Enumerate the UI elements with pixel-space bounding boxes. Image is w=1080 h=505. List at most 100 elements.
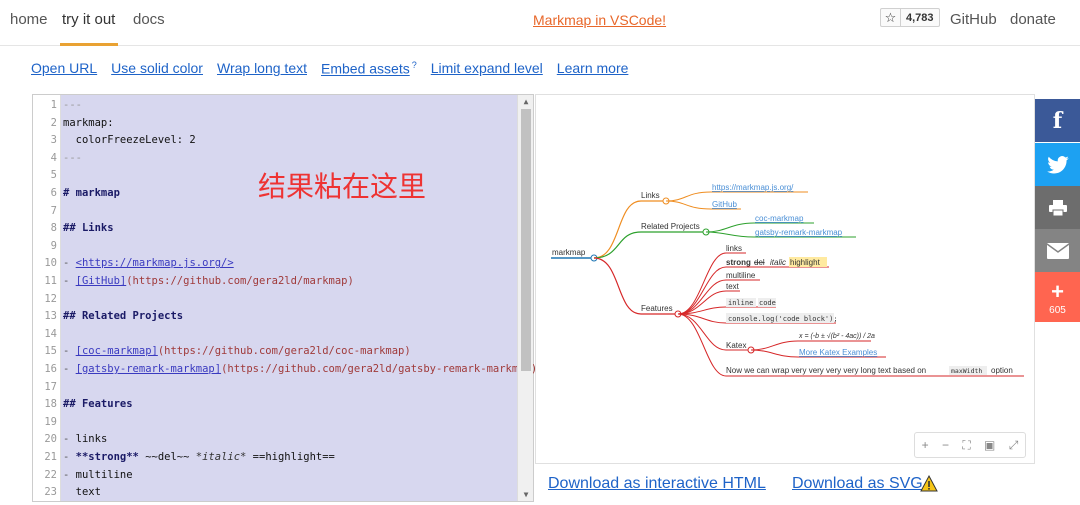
code-token: ==highlight== <box>246 451 335 463</box>
warning-icon <box>920 474 938 492</box>
line-code: - links <box>63 431 107 448</box>
line-number: 22 <box>44 468 57 481</box>
line-number: 6 <box>50 187 57 199</box>
scroll-down-icon[interactable]: ▼ <box>523 490 529 499</box>
editor-line[interactable]: 19 <box>33 414 519 431</box>
editor-line[interactable]: 2 markmap: <box>33 115 519 132</box>
nav-docs-link[interactable]: docs <box>133 11 165 28</box>
line-code: --- <box>63 150 82 167</box>
learn-more-link[interactable]: Learn more <box>556 60 629 76</box>
twitter-share-button[interactable] <box>1035 143 1080 186</box>
features-edge <box>593 257 678 315</box>
editor-line[interactable]: 5 <box>33 167 519 184</box>
print-share-button[interactable] <box>1035 186 1080 229</box>
editor-line[interactable]: 21- **strong** ~~del~~ *italic* ==highli… <box>33 449 519 466</box>
editor-line[interactable]: 8## Links <box>33 220 519 237</box>
download-svg-link[interactable]: Download as SVG <box>792 475 923 492</box>
node-root: markmap <box>552 248 586 257</box>
code-token: # markmap <box>63 187 120 199</box>
editor-line[interactable]: 14 <box>33 326 519 343</box>
line-code: ## Features <box>63 396 133 413</box>
scroll-up-icon[interactable]: ▲ <box>523 97 529 106</box>
email-share-button[interactable] <box>1035 229 1080 272</box>
node-katex-formula: x = (-b ± √(b² - 4ac)) / 2a <box>798 332 875 340</box>
code-token: ## Features <box>63 398 133 411</box>
editor-line[interactable]: 4--- <box>33 150 519 167</box>
nav-try-link[interactable]: try it out <box>62 11 116 28</box>
node-f-inline-text: inline <box>728 299 753 307</box>
node-link2: GitHub <box>712 200 737 209</box>
code-token: - <box>63 433 76 446</box>
line-number: 12 <box>44 292 57 305</box>
line-number: 13 <box>44 310 57 323</box>
embed-help-icon[interactable]: ? <box>411 60 417 70</box>
node-links: Links <box>641 191 660 200</box>
line-number: 16 <box>44 363 57 375</box>
line-number: 3 <box>50 134 57 147</box>
line-code: - **strong** ~~del~~ *italic* ==highligh… <box>63 449 335 466</box>
editor-scrollbar[interactable]: ▲ ▼ <box>517 95 533 501</box>
recurse-icon[interactable]: ▣ <box>984 438 996 452</box>
github-star-button[interactable]: ☆ 4,783 <box>880 8 940 27</box>
nav-github-link[interactable]: GitHub <box>950 11 997 28</box>
download-html-link[interactable]: Download as interactive HTML <box>548 475 766 492</box>
line-code: colorFreezeLevel: 2 <box>63 132 196 149</box>
code-token: multiline <box>75 468 133 481</box>
mindmap-panel[interactable]: markmap Links https://markmap.js.org/ Gi… <box>535 94 1035 464</box>
more-share-button[interactable]: + 605 <box>1035 272 1080 322</box>
line-number: 18 <box>44 398 57 411</box>
fit-icon[interactable]: ⛶ <box>962 437 971 452</box>
vscode-link[interactable]: Markmap in VSCode! <box>533 12 667 28</box>
editor-line[interactable]: 9 <box>33 238 519 255</box>
embed-assets-link[interactable]: Embed assets <box>321 60 410 77</box>
node-features: Features <box>641 304 673 313</box>
editor-line[interactable]: 10- <https://markmap.js.org/> <box>33 255 519 272</box>
editor-line[interactable]: 1--- <box>33 97 519 114</box>
facebook-share-button[interactable]: f <box>1035 99 1080 142</box>
code-token: links <box>75 433 108 446</box>
editor-line[interactable]: 3 colorFreezeLevel: 2 <box>33 132 519 149</box>
code-token: <https://markmap.js.org/> <box>75 257 234 270</box>
scroll-thumb[interactable] <box>521 109 531 371</box>
katex-more-edge <box>750 349 886 358</box>
open-url-link[interactable]: Open URL <box>31 60 98 76</box>
nav-donate-link[interactable]: donate <box>1010 11 1056 28</box>
node-katex-more: More Katex Examples <box>799 348 877 357</box>
code-token: [GitHub] <box>75 275 127 287</box>
editor-line[interactable]: 13## Related Projects <box>33 308 519 325</box>
editor-line[interactable]: 11- [GitHub](https://github.com/gera2ld/… <box>33 273 519 290</box>
line-number: 20 <box>44 433 57 446</box>
editor-line[interactable]: 17 <box>33 379 519 396</box>
editor-line[interactable]: 18 ## Features <box>33 396 519 413</box>
editor-line[interactable]: 22- multiline <box>33 467 519 484</box>
editor-line[interactable]: 16- [gatsby-remark-markmap](https://gith… <box>33 361 537 378</box>
editor-line[interactable]: 23 text <box>33 484 519 501</box>
email-icon <box>1046 242 1069 259</box>
solid-color-link[interactable]: Use solid color <box>111 60 203 76</box>
node-f-multiline: multiline <box>726 271 756 280</box>
fullscreen-icon[interactable]: ⤢ <box>1008 437 1019 452</box>
node-f-del: del <box>754 258 765 267</box>
line-code: markmap: <box>63 115 114 132</box>
zoom-out-icon[interactable]: − <box>941 438 949 452</box>
line-code: # markmap <box>63 185 120 202</box>
wrap-text-link[interactable]: Wrap long text <box>216 60 307 76</box>
code-bg <box>758 298 776 307</box>
star-icon: ☆ <box>881 9 901 26</box>
line-number: 2 <box>50 116 57 129</box>
zoom-in-icon[interactable]: + <box>921 438 929 452</box>
editor-line[interactable]: 15- [coc-markmap](https://github.com/ger… <box>33 343 519 360</box>
links-edge <box>593 200 666 259</box>
editor-line[interactable]: 12 <box>33 291 519 308</box>
limit-expand-link[interactable]: Limit expand level <box>430 60 543 76</box>
line-number: 10 <box>44 257 57 270</box>
node-wrap-code: maxWidth <box>951 367 982 375</box>
editor-line[interactable]: 20- links <box>33 431 519 448</box>
nav-home-link[interactable]: home <box>10 11 48 28</box>
editor-line[interactable]: 7 <box>33 203 519 220</box>
highlight-bg <box>789 257 827 267</box>
line-number: 5 <box>50 169 57 182</box>
editor-line[interactable]: 6 # markmap <box>33 185 519 202</box>
features-edges <box>677 252 1024 377</box>
